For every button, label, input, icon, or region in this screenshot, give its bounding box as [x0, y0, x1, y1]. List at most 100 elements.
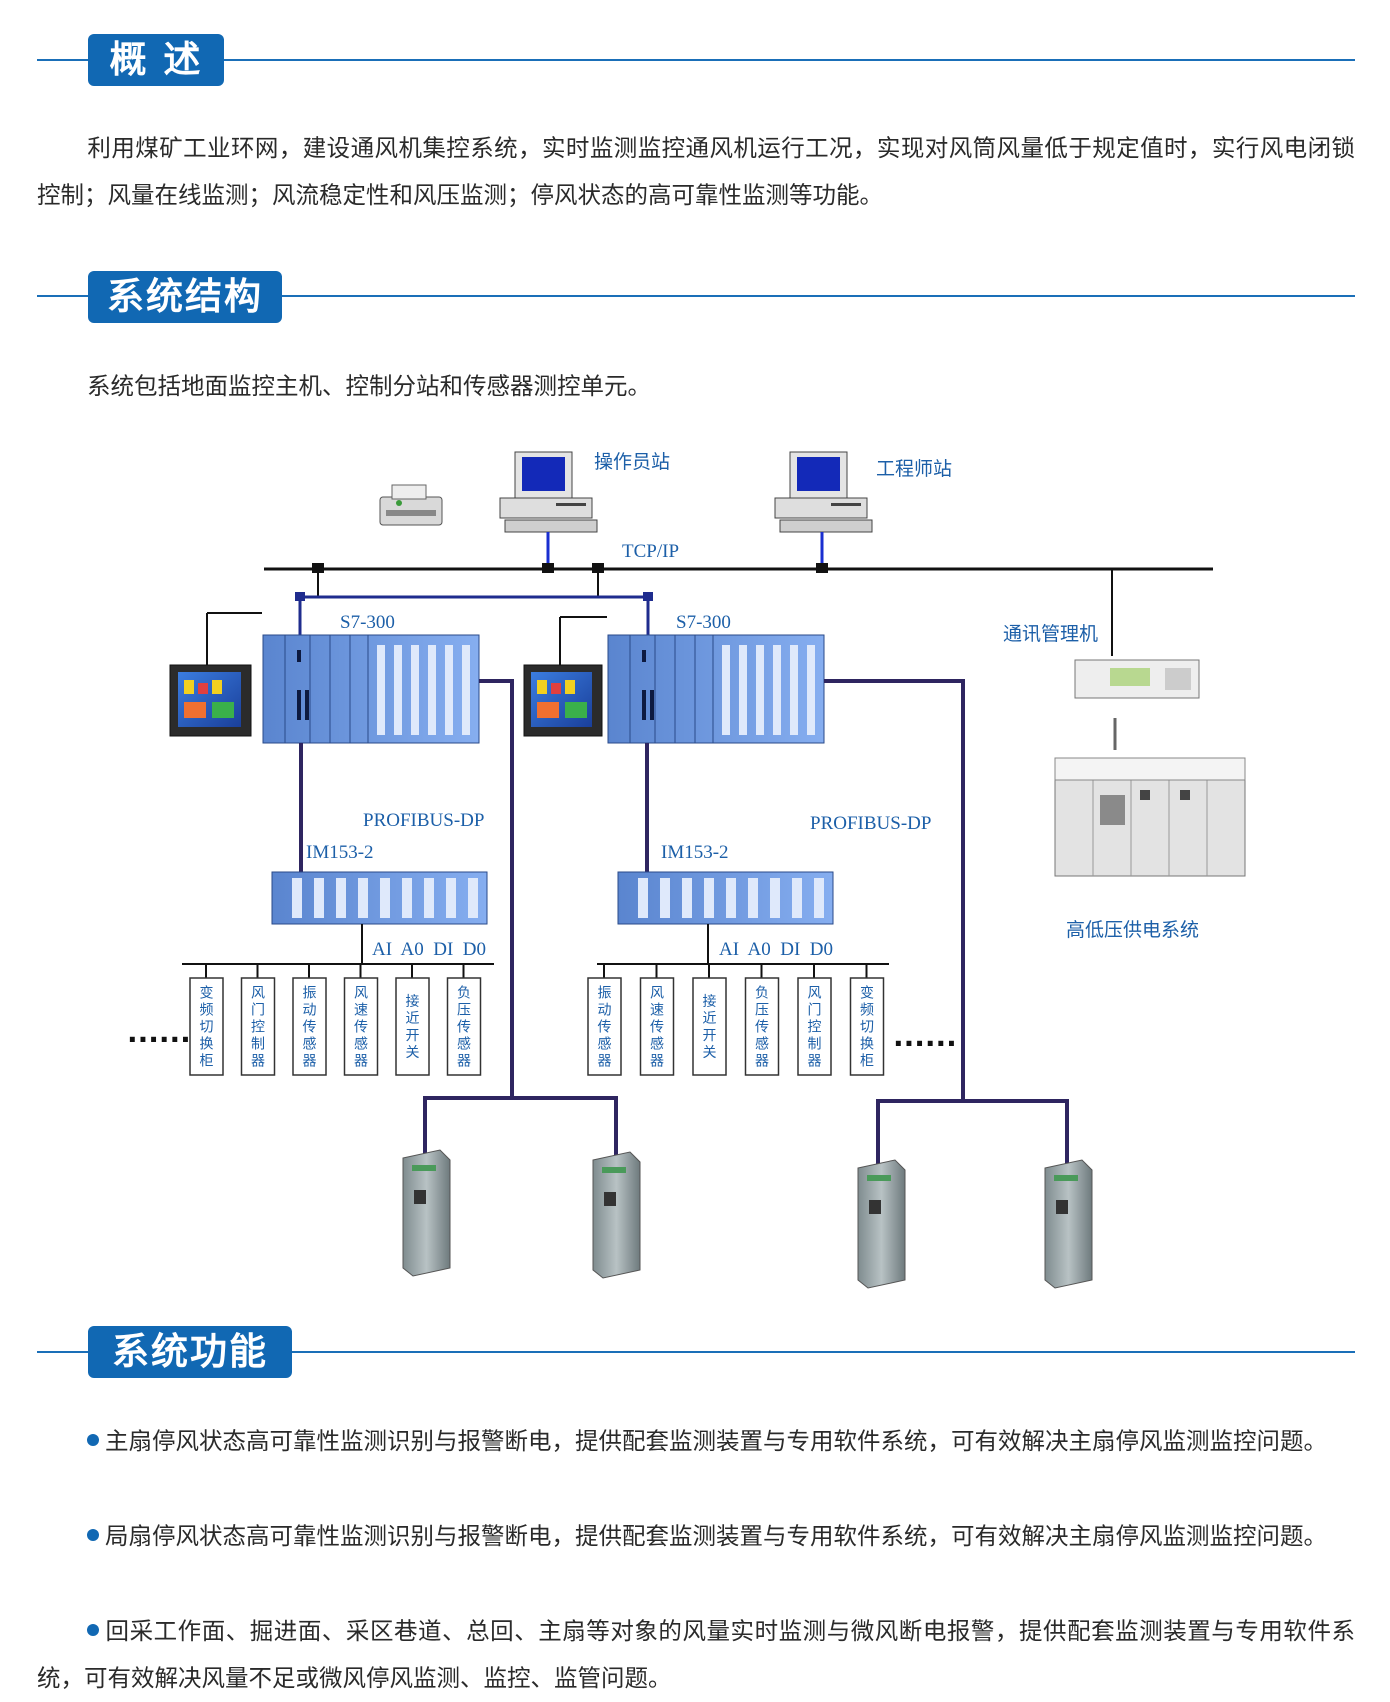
overview-title: 概 述 [88, 34, 224, 86]
device-label-char: 传 [598, 1020, 612, 1036]
device-label-char: 传 [354, 1020, 368, 1036]
device-label-char: 频 [860, 1003, 874, 1019]
device-label-char: 制 [808, 1037, 822, 1053]
overview-text: 利用煤矿工业环网，建设通风机集控系统，实时监测监控通风机运行工况，实现对风筒风量… [37, 134, 1355, 209]
profibus-right-label: PROFIBUS-DP [810, 813, 931, 834]
ellipsis-left: ...... [127, 1016, 191, 1049]
device-label-char: 风 [808, 986, 822, 1002]
power-system-label: 高低压供电系统 [1066, 919, 1199, 941]
hmi-right-panel [523, 664, 603, 737]
operator-workstation-icon [499, 451, 598, 533]
device-label-char: 控 [808, 1020, 822, 1036]
fieldbus-left-line [479, 679, 514, 1098]
ellipsis-right: ...... [893, 1020, 957, 1053]
switchgear-cabinets [1054, 757, 1246, 877]
drive-cabinet-3 [857, 1159, 906, 1289]
device-label-char: 器 [598, 1054, 612, 1070]
device-label-char: 压 [457, 1003, 471, 1019]
operator-station-label: 操作员站 [594, 451, 670, 473]
device-label-char: 传 [457, 1020, 471, 1036]
fieldbus-right-line [824, 679, 965, 1101]
system-architecture-diagram: 操作员站 工程师站 TCP/IP S7-300 [127, 451, 1246, 1289]
device-label-char: 器 [251, 1054, 265, 1070]
im-right-label: IM153-2 [661, 842, 729, 863]
device-label-char: 接 [703, 993, 717, 1010]
device-label-char: 传 [650, 1020, 664, 1036]
hmi-left-panel [169, 664, 252, 737]
device-label-char: 器 [303, 1054, 317, 1070]
device-label-char: 器 [457, 1054, 471, 1070]
structure-rule [37, 295, 1355, 297]
device-label-char: 门 [251, 1003, 265, 1019]
device-label-char: 近 [406, 1011, 420, 1027]
function-text-2: 局扇停风状态高可靠性监测识别与报警断电，提供配套监测装置与专用软件系统，可有效解… [105, 1522, 1327, 1550]
device-label-char: 感 [598, 1036, 612, 1053]
device-label-char: 负 [755, 986, 769, 1002]
device-label-char: 风 [251, 986, 265, 1002]
device-label-char: 换 [200, 1036, 214, 1053]
plc-link-line [298, 595, 650, 636]
device-label-char: 控 [251, 1020, 265, 1036]
io-rack-left [271, 871, 488, 925]
device-label-char: 柜 [200, 1054, 214, 1070]
device-label-char: 切 [860, 1020, 874, 1036]
device-label-char: 制 [251, 1037, 265, 1053]
device-label-char: 关 [406, 1045, 420, 1061]
device-label-char: 速 [650, 1003, 664, 1019]
device-label-char: 变 [200, 986, 214, 1002]
engineer-station-label: 工程师站 [876, 458, 952, 480]
functions-rule [37, 1351, 1355, 1353]
device-label-char: 器 [354, 1054, 368, 1070]
device-label-char: 负 [457, 986, 471, 1002]
device-label-char: 换 [860, 1036, 874, 1053]
io-right-label: AI A0 DI D0 [719, 939, 833, 960]
structure-paragraph: 系统包括地面监控主机、控制分站和传感器测控单元。 [37, 363, 1355, 410]
tcpip-label: TCP/IP [622, 541, 679, 562]
device-label-char: 柜 [860, 1054, 874, 1070]
device-label-char: 振 [303, 986, 317, 1002]
device-label-char: 风 [650, 986, 664, 1002]
engineer-workstation-icon [774, 451, 873, 533]
io-left-label: AI A0 DI D0 [372, 939, 486, 960]
device-label-char: 关 [703, 1045, 717, 1061]
plc-right-rack [607, 634, 825, 744]
device-label-char: 动 [303, 1003, 317, 1019]
device-label-char: 开 [406, 1028, 420, 1044]
plc-right-label: S7-300 [676, 612, 731, 633]
drive-cabinet-2 [592, 1151, 641, 1279]
device-label-char: 接 [406, 993, 420, 1010]
device-label-char: 器 [808, 1054, 822, 1070]
device-label-char: 感 [457, 1036, 471, 1053]
device-label-char: 变 [860, 986, 874, 1002]
device-label-char: 动 [598, 1003, 612, 1019]
device-label-char: 器 [755, 1054, 769, 1070]
drive-cabinet-4 [1044, 1159, 1093, 1289]
structure-title: 系统结构 [88, 271, 282, 323]
device-label-char: 感 [354, 1036, 368, 1053]
plc-left-label: S7-300 [340, 612, 395, 633]
io-rack-right [617, 871, 834, 925]
device-label-char: 器 [650, 1054, 664, 1070]
device-label-char: 门 [808, 1003, 822, 1019]
bullet-icon [87, 1528, 99, 1541]
comm-manager-device [1074, 659, 1200, 699]
functions-title: 系统功能 [88, 1326, 292, 1378]
device-label-char: 感 [303, 1036, 317, 1053]
function-text-1: 主扇停风状态高可靠性监测识别与报警断电，提供配套监测装置与专用软件系统，可有效解… [105, 1427, 1327, 1455]
function-item-1: 主扇停风状态高可靠性监测识别与报警断电，提供配套监测装置与专用软件系统，可有效解… [37, 1418, 1355, 1465]
device-label-char: 近 [703, 1011, 717, 1027]
function-text-3: 回采工作面、掘进面、采区巷道、总回、主扇等对象的风量实时监测与微风断电报警，提供… [37, 1617, 1355, 1692]
device-label-char: 切 [200, 1020, 214, 1036]
overview-rule [37, 59, 1355, 61]
